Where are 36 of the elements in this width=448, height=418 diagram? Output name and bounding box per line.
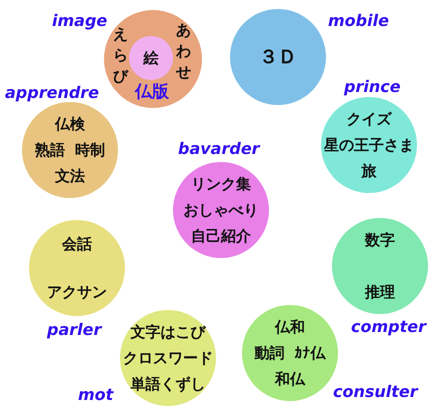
menu-item: リンク集 — [191, 175, 251, 193]
section-label: consulter — [333, 383, 418, 401]
menu-item: ｶﾅ仏 — [294, 344, 326, 362]
menu-item: 旅 — [362, 162, 376, 180]
section-label: apprendre — [5, 84, 100, 102]
inner-circle — [129, 36, 173, 80]
menu-item: 時制 — [75, 141, 105, 159]
menu-item: 和仏 — [275, 370, 305, 388]
menu-item: 文字はこび — [130, 323, 206, 341]
section-label: image — [52, 12, 108, 30]
menu-item: 仏版 — [135, 83, 169, 101]
menu-item: ３Ｄ — [259, 48, 297, 66]
menu-item: アクサン — [47, 283, 107, 301]
menu-item: おしゃべり — [184, 201, 258, 219]
menu-item: 仏和 — [275, 318, 305, 336]
menu-item: クイズ — [346, 110, 392, 128]
menu-item: 文法 — [55, 167, 85, 185]
section-label: prince — [344, 78, 401, 96]
section-label: bavarder — [178, 140, 260, 158]
menu-item: 数字 — [365, 231, 395, 249]
menu-item: 自己紹介 — [191, 227, 251, 245]
section-label: parler — [47, 321, 102, 339]
menu-item: クロスワード — [123, 349, 213, 367]
menu-item: あわせ — [175, 20, 192, 83]
menu-item: 仏検 — [55, 115, 85, 133]
menu-item: えらび — [112, 24, 129, 87]
section-label: mot — [78, 386, 114, 404]
section-label: compter — [351, 318, 426, 336]
menu-item: 単語くずし — [130, 375, 206, 393]
menu-item: 熟語 — [35, 141, 65, 159]
menu-item: 会話 — [62, 235, 92, 253]
menu-item: 動詞 — [254, 344, 284, 362]
menu-item: 絵 — [144, 49, 158, 67]
menu-item: 推理 — [365, 283, 395, 301]
menu-item: 星の王子さま — [324, 136, 414, 154]
section-label: mobile — [328, 12, 389, 30]
